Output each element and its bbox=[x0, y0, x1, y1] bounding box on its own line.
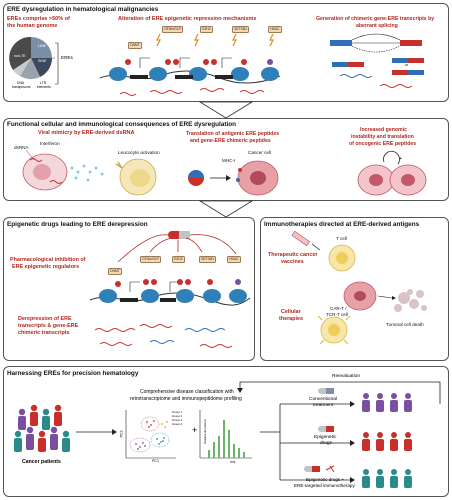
p3-regulator-setdb1: SETDB1 bbox=[199, 256, 217, 263]
tcell-label: T cell bbox=[336, 236, 347, 241]
p3-regulator-ezh2: EZH2 bbox=[172, 256, 185, 263]
instability-line1: Increased genomic bbox=[360, 127, 407, 133]
panel5-title: Harnessing EREs for precision hematology bbox=[7, 370, 139, 377]
group-1-label: Group 1 bbox=[172, 410, 183, 414]
flow-arrow-1 bbox=[198, 101, 254, 119]
treatment-2-line2: drugs bbox=[320, 441, 332, 446]
derep-line3: chimeric transcripts bbox=[18, 330, 70, 336]
panel-immunotherapies bbox=[260, 217, 449, 361]
plus-sign: + bbox=[192, 425, 198, 435]
regulator-hdac: HDAC bbox=[268, 26, 282, 33]
translation-title-line1: Translation of antigenic ERE peptides bbox=[186, 131, 280, 137]
mz-label: m/z bbox=[230, 460, 236, 464]
p3-regulator-dnmt: DNMT bbox=[108, 268, 122, 275]
flow-arrow-2 bbox=[198, 200, 254, 218]
panel-epigenetic-drugs bbox=[3, 217, 255, 361]
vaccine-line1: Therapeutic cancer bbox=[268, 252, 318, 258]
regulator-dnmt: DNMT bbox=[128, 42, 142, 49]
translation-title-line2: and gene-ERE chimeric peptides bbox=[190, 138, 271, 144]
cellular-line2: therapies bbox=[279, 316, 303, 322]
pie-label-eres: EREs bbox=[61, 55, 73, 60]
treatment-3-line2: ERE-targeted immunotherapy bbox=[294, 483, 355, 488]
splice-or: or bbox=[405, 63, 409, 67]
pc1-label: PC1 bbox=[152, 459, 159, 463]
alteration-title: Alteration of ERE epigenetic repression … bbox=[118, 16, 257, 22]
viral-mimicry-title: Viral mimicry by ERE-derived dsRNA bbox=[38, 130, 135, 136]
car-line2: TCR-T cell bbox=[326, 312, 348, 317]
regulator-setdb1: SETDB1 bbox=[232, 26, 250, 33]
ere-genome-claim-line1: EREs comprise >50% of bbox=[7, 16, 70, 22]
derep-line2: transcripts & gene-ERE bbox=[18, 323, 79, 329]
treatment-2-line1: Epigenetic bbox=[314, 435, 337, 440]
pie-label-dna2: transposons bbox=[12, 85, 31, 89]
regulator-gfi1b: GFI1b/GLP bbox=[162, 26, 184, 33]
group-2-label: Group 2 bbox=[172, 414, 183, 418]
leukocyte-label: Leucocyte activation bbox=[118, 150, 160, 155]
rel-abundance-label: Relative abundance bbox=[202, 419, 207, 444]
p3-regulator-gfi1b: GFI1b/GLP bbox=[140, 256, 162, 263]
ere-genome-claim-line2: the human genome bbox=[7, 23, 58, 29]
chimeric-title-line2: aberrant splicing bbox=[356, 23, 398, 29]
classification-line2: retrotranscriptome and immunopeptidome p… bbox=[130, 396, 242, 402]
group-4-label: Group 4 bbox=[172, 422, 183, 426]
treatment-1-line1: Conventional bbox=[309, 397, 338, 402]
reevaluation-label: Reevaluation bbox=[332, 374, 361, 379]
treatment-1-line2: treatment bbox=[313, 403, 334, 408]
patients-label: Cancer patients bbox=[22, 459, 61, 465]
pie-label-dna: DNA bbox=[17, 81, 25, 85]
panel1-title: ERE dysregulation in hematological malig… bbox=[7, 6, 159, 13]
mhc-label: MHC-I bbox=[222, 158, 236, 163]
cancer-cell-label: Cancer cell bbox=[248, 150, 271, 155]
pharma-line1: Pharmacological inhibition of bbox=[10, 257, 86, 263]
instability-line3: of oncogenic ERE peptides bbox=[349, 141, 417, 147]
treatment-3-line1: Epigenetic drugs + bbox=[306, 477, 345, 482]
panel-precision-hematology bbox=[3, 366, 449, 497]
pie-label-sine: SINE bbox=[38, 59, 47, 63]
derep-line1: Derepression of ERE bbox=[18, 316, 72, 322]
panel-ere-dysregulation bbox=[3, 3, 449, 102]
cellular-line1: Cellular bbox=[281, 309, 301, 315]
classification-line1: Comprehensive disease classification wit… bbox=[140, 389, 234, 395]
group-3-label: Group 3 bbox=[172, 418, 183, 422]
panel4-title: Immunotherapies directed at ERE-derived … bbox=[264, 221, 420, 228]
pie-label-nonte: non-TE bbox=[14, 54, 26, 58]
instability-line2: instability and translation bbox=[351, 134, 414, 140]
pc2-label: PC2 bbox=[119, 430, 124, 438]
tumoral-death-label: Tumoral cell death bbox=[386, 322, 424, 327]
p3-regulator-hdac: HDAC bbox=[227, 256, 241, 263]
pharma-line2: ERE epigenetic regulators bbox=[12, 264, 80, 270]
panel3-title: Epigenetic drugs leading to ERE derepres… bbox=[7, 221, 148, 228]
regulator-ezh2: EZH2 bbox=[200, 26, 213, 33]
interferon-label: Interferon bbox=[40, 141, 60, 146]
car-line1: CAR-T / bbox=[330, 306, 347, 311]
vaccine-line2: vaccines bbox=[281, 259, 304, 265]
panel2-title: Functional cellular and immunological co… bbox=[7, 121, 237, 128]
pie-label-ltr: LTR bbox=[40, 81, 47, 85]
pie-label-line: LINE bbox=[38, 44, 46, 48]
dsrna-label: dsRNA bbox=[14, 145, 29, 150]
chimeric-title-line1: Generation of chimeric gene-ERE transcri… bbox=[316, 16, 435, 22]
pie-label-ltr2: elements bbox=[37, 85, 51, 89]
